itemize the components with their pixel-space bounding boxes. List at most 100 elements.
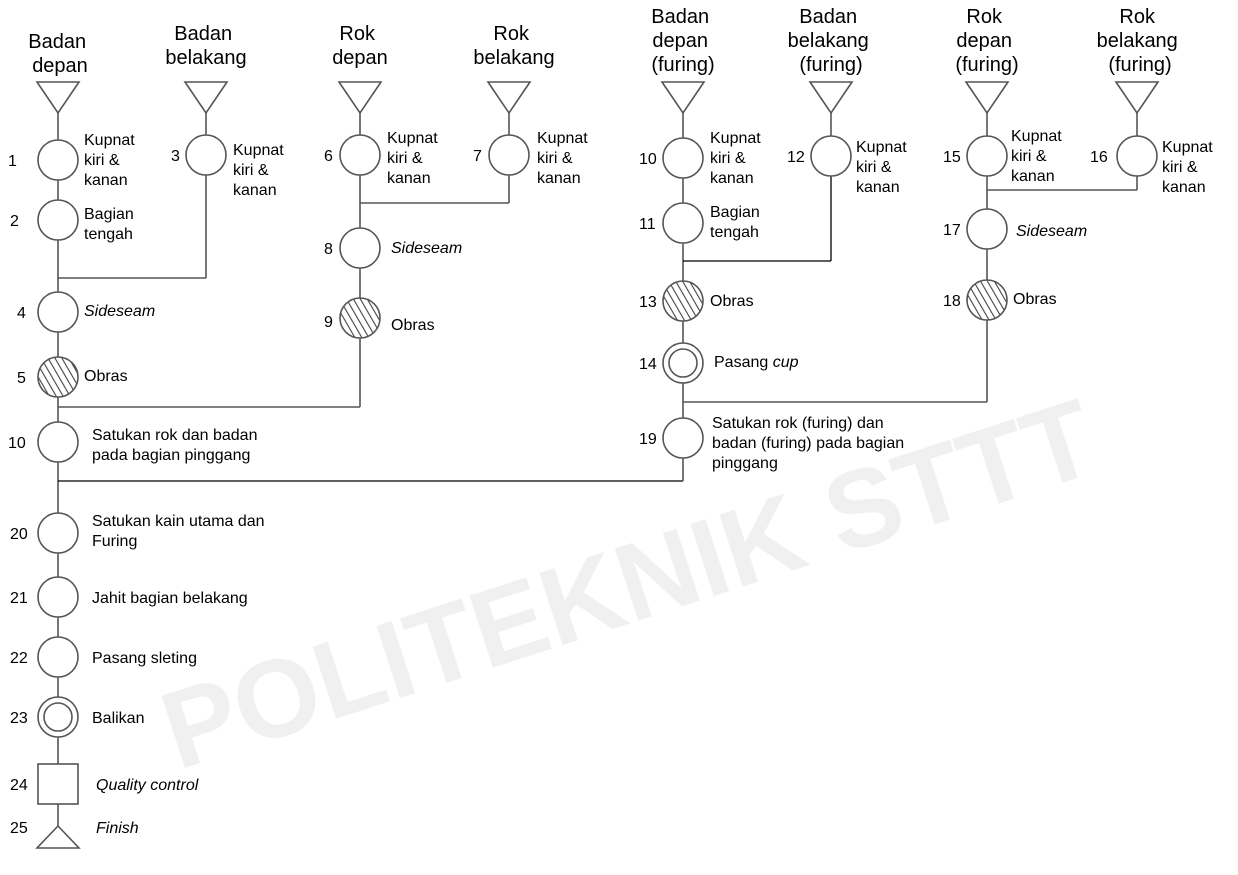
step-numbers: 1 3 2 4 5 6 7 8 9 10 10 12 11 13 14 15 1…	[8, 148, 1108, 837]
obras-hatched-circle	[339, 297, 381, 339]
operation-circle	[37, 636, 79, 678]
step-number: 9	[324, 314, 333, 331]
start-triangle-rok-belakang	[486, 81, 532, 115]
operation-circle	[37, 139, 79, 181]
step-label: Satukan kain utama dan Furing	[92, 513, 269, 550]
header-badan-depan: Badan depan	[28, 31, 91, 77]
step-number: 15	[943, 149, 961, 166]
operation-circle	[185, 134, 227, 176]
start-triangles	[35, 81, 1160, 115]
header-badan-belakang: Badan belakang	[165, 23, 246, 69]
step-number: 12	[787, 149, 805, 166]
operation-circle	[339, 134, 381, 176]
step-number: 19	[639, 431, 657, 448]
header-rok-belakang-furing: Rok belakang (furing)	[1097, 6, 1184, 76]
step-number: 14	[639, 356, 657, 373]
step-number: 10	[639, 151, 657, 168]
step-number: 1	[8, 153, 17, 170]
header-rok-belakang: Rok belakang	[473, 23, 554, 69]
step-number: 13	[639, 294, 657, 311]
step-number: 16	[1090, 149, 1108, 166]
step-label: Kupnat kiri & kanan	[233, 142, 288, 199]
step-number: 5	[17, 370, 26, 387]
operation-circle	[662, 137, 704, 179]
step-label: Kupnat kiri & kanan	[84, 132, 139, 189]
step-label: Kupnat kiri & kanan	[1162, 139, 1217, 196]
step-label: Pasang sleting	[92, 650, 197, 667]
step-number: 6	[324, 148, 333, 165]
operation-circle	[966, 135, 1008, 177]
start-triangle-rok-belakang-furing	[1114, 81, 1160, 115]
step-label: Kupnat kiri & kanan	[856, 139, 911, 196]
step-label: Obras	[710, 293, 754, 310]
step-label: Bagian tengah	[84, 206, 138, 243]
step-number: 3	[171, 148, 180, 165]
operation-circle	[37, 199, 79, 241]
step-label: Obras	[1013, 291, 1057, 308]
double-circle-inner	[43, 702, 73, 732]
step-number: 4	[17, 305, 26, 322]
step-number: 2	[10, 213, 19, 230]
header-badan-depan-furing: Badan depan (furing)	[651, 6, 714, 76]
operation-circle	[37, 512, 79, 554]
step-number: 17	[943, 222, 961, 239]
start-triangle-rok-depan	[337, 81, 383, 115]
operation-circle	[488, 134, 530, 176]
step-label: Sideseam	[84, 303, 155, 320]
operation-circle	[37, 576, 79, 618]
step-label: Bagian tengah	[710, 204, 764, 241]
step-label: Obras	[391, 317, 435, 334]
connector-lines	[57, 113, 1138, 826]
step-label: Kupnat kiri & kanan	[387, 130, 442, 187]
step-label: Sideseam	[391, 240, 462, 257]
step-labels: Kupnat kiri & kanan Kupnat kiri & kanan …	[84, 128, 1217, 837]
start-triangle-badan-depan-furing	[660, 81, 706, 115]
header-rok-depan-furing: Rok depan (furing)	[955, 6, 1018, 76]
start-triangle-rok-depan-furing	[964, 81, 1010, 115]
start-triangle-badan-depan	[35, 81, 81, 115]
step-label: Finish	[96, 820, 139, 837]
step-label: Sideseam	[1016, 223, 1087, 240]
watermark: POLITEKNIK STTT	[147, 376, 1109, 793]
step-number: 23	[10, 710, 28, 727]
operation-circle	[662, 202, 704, 244]
header-rok-depan: Rok depan	[332, 23, 388, 69]
step-number: 18	[943, 293, 961, 310]
step-number: 11	[639, 216, 656, 233]
step-label: Kupnat kiri & kanan	[710, 130, 765, 187]
process-symbols	[35, 134, 1158, 849]
step-label: Satukan rok dan badan pada bagian pingga…	[92, 427, 262, 464]
header-badan-belakang-furing: Badan belakang (furing)	[788, 6, 875, 76]
start-triangle-badan-belakang-furing	[808, 81, 854, 115]
obras-hatched-circle	[37, 356, 79, 398]
finish-triangle	[35, 824, 81, 849]
step-number: 20	[10, 526, 28, 543]
step-number: 8	[324, 241, 333, 258]
obras-hatched-circle	[662, 280, 704, 322]
step-label: Obras	[84, 368, 128, 385]
operation-circle	[662, 417, 704, 459]
obras-hatched-circle	[966, 279, 1008, 321]
double-circle-inner	[668, 348, 698, 378]
step-number: 24	[10, 777, 28, 794]
step-number: 21	[10, 590, 28, 607]
start-triangle-badan-belakang	[183, 81, 229, 115]
operation-circle	[37, 291, 79, 333]
step-label: Jahit bagian belakang	[92, 590, 248, 607]
step-number: 22	[10, 650, 28, 667]
step-label: Satukan rok (furing) dan badan (furing) …	[712, 415, 909, 472]
operation-circle	[339, 227, 381, 269]
column-headers: Badan depan Badan belakang Rok depan Rok…	[28, 6, 1184, 77]
step-label: Kupnat kiri & kanan	[1011, 128, 1066, 185]
inspection-square	[37, 763, 79, 805]
step-number: 25	[10, 820, 28, 837]
operation-circle	[966, 208, 1008, 250]
step-label: Quality control	[96, 777, 199, 794]
operation-circle	[37, 421, 79, 463]
watermark-text: POLITEKNIK STTT	[147, 376, 1109, 793]
operation-circle	[1116, 135, 1158, 177]
step-label: Pasang cup	[714, 354, 799, 371]
operation-circle	[810, 135, 852, 177]
